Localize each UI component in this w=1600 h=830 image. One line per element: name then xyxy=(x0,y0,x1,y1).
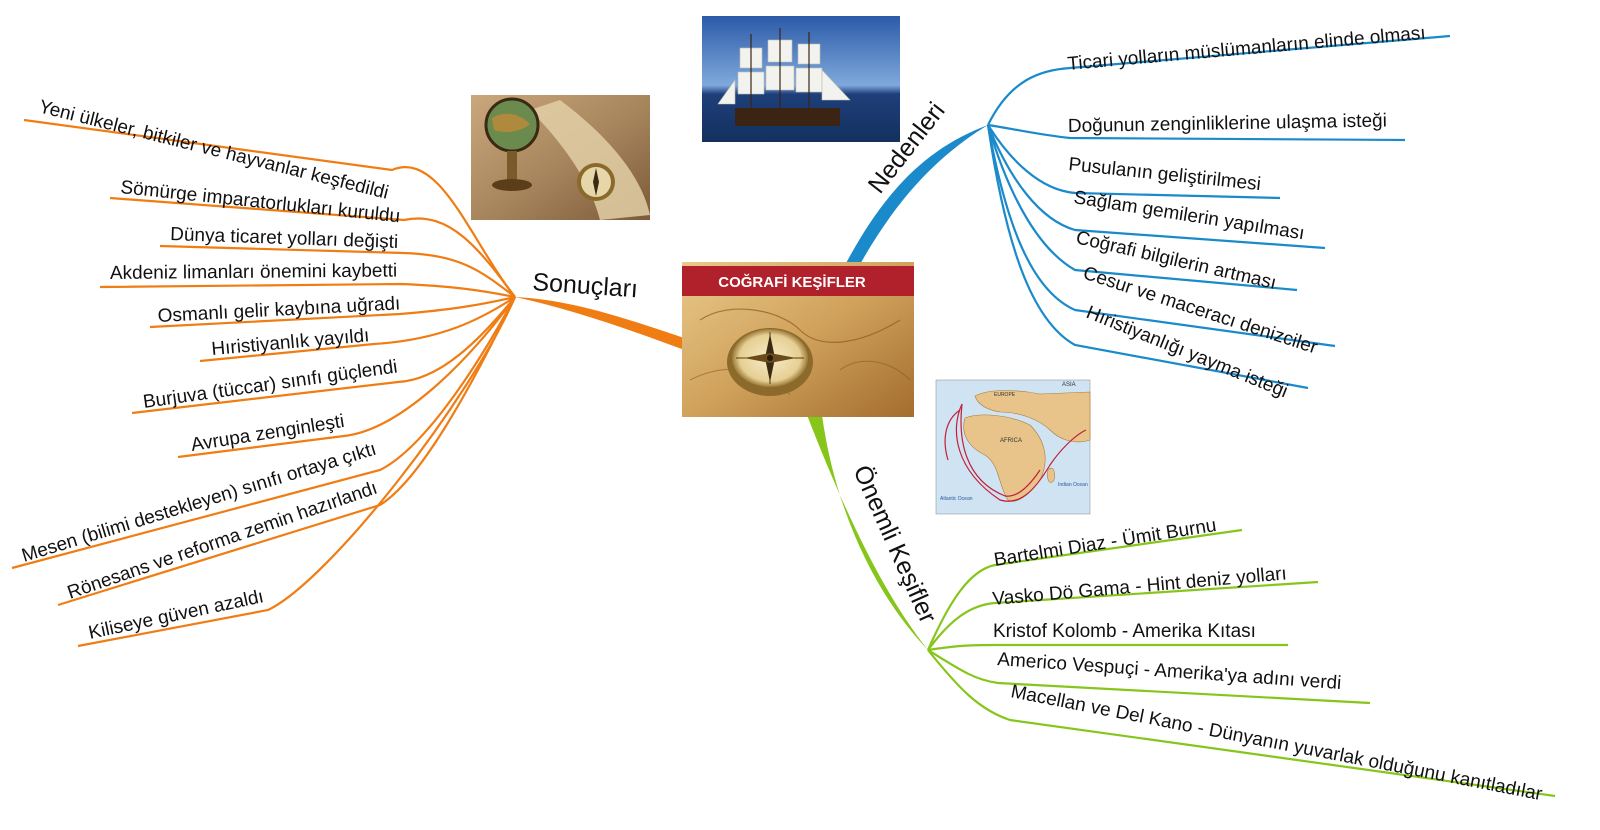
kesifler-item: Vasko Dö Gama - Hint deniz yolları xyxy=(992,563,1288,610)
voyage-map: ASIA EUROPE AFRICA Atlantic Ocean Indian… xyxy=(935,379,1091,515)
sonuclari-item: Avrupa zenginleşti xyxy=(189,411,345,456)
nedenleri-connectors xyxy=(986,34,1451,390)
sonuclari-item: Burjuva (tüccar) sınıfı güçlendi xyxy=(142,356,399,413)
sonuclari-trunk xyxy=(515,297,690,352)
nedenleri-item: Doğunun zenginliklerine ulaşma isteği xyxy=(1068,110,1387,137)
ship-photo xyxy=(702,16,900,142)
kesifler-item: Bartelmi Diaz - Ümit Burnu xyxy=(992,515,1217,571)
kesifler-item: Macellan ve Del Kano - Dünyanın yuvarlak… xyxy=(1009,681,1544,805)
sonuclari-item: Dünya ticaret yolları değişti xyxy=(170,224,399,253)
globe-scroll-photo xyxy=(471,95,650,220)
nedenleri-item: Cesur ve maceracı denizciler xyxy=(1080,263,1320,359)
center-title: COĞRAFİ KEŞİFLER xyxy=(718,273,866,291)
nedenleri-trunk xyxy=(845,125,988,268)
branch-sonuclari: Sonuçları xyxy=(532,268,639,303)
nedenleri-item: Ticari yolların müslümanların elinde olm… xyxy=(1067,23,1427,75)
kesifler-item: Kristof Kolomb - Amerika Kıtası xyxy=(993,621,1256,642)
center-image: COĞRAFİ KEŞİFLER xyxy=(682,262,914,417)
voyage-map-asia: ASIA xyxy=(1062,382,1076,388)
center-title-banner xyxy=(682,266,914,296)
voyage-map-atlantic: Atlantic Ocean xyxy=(940,496,973,502)
kesifler-connectors xyxy=(926,528,1556,798)
sonuclari-item: Osmanlı gelir kaybına uğradı xyxy=(157,293,401,327)
sonuclari-connectors xyxy=(11,118,517,648)
voyage-map-indian: Indian Ocean xyxy=(1058,482,1088,488)
voyage-map-europe: EUROPE xyxy=(994,392,1016,398)
kesifler-trunk xyxy=(807,415,928,650)
sonuclari-item: Akdeniz limanları önemini kaybetti xyxy=(110,260,397,284)
sonuclari-item: Hıristiyanlık yayıldı xyxy=(211,325,371,360)
nedenleri-item: Pusulanın geliştirilmesi xyxy=(1067,154,1261,195)
voyage-map-africa: AFRICA xyxy=(1000,438,1022,444)
